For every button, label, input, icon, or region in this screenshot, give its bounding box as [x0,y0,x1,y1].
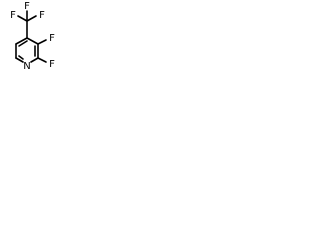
atom-label-ring-n: N [23,61,30,72]
bond-cf3-f-right [26,15,37,22]
bond-c4-c3 [26,37,39,45]
bond-cf3-f-left [17,15,28,22]
atom-label-cf3-f-right: F [39,10,45,21]
bond-n1-c6-inner [18,55,24,60]
molecule-structure: F F F F F N [0,0,64,92]
bond-c3-f [37,39,47,45]
bond-c2-f [37,57,47,63]
bond-c2-n1 [30,57,39,63]
atom-label-ring-f-2: F [49,59,55,70]
structure-svg: F F F F F N [10,1,55,72]
atom-label-cf3-f-top: F [24,1,30,12]
atom-label-ring-f-3: F [49,33,55,44]
bond-c5-c4 [15,37,28,45]
bond-c5-c4-inner [18,40,28,47]
bond-n1-c6 [15,57,24,63]
atom-label-cf3-f-left: F [10,10,16,21]
